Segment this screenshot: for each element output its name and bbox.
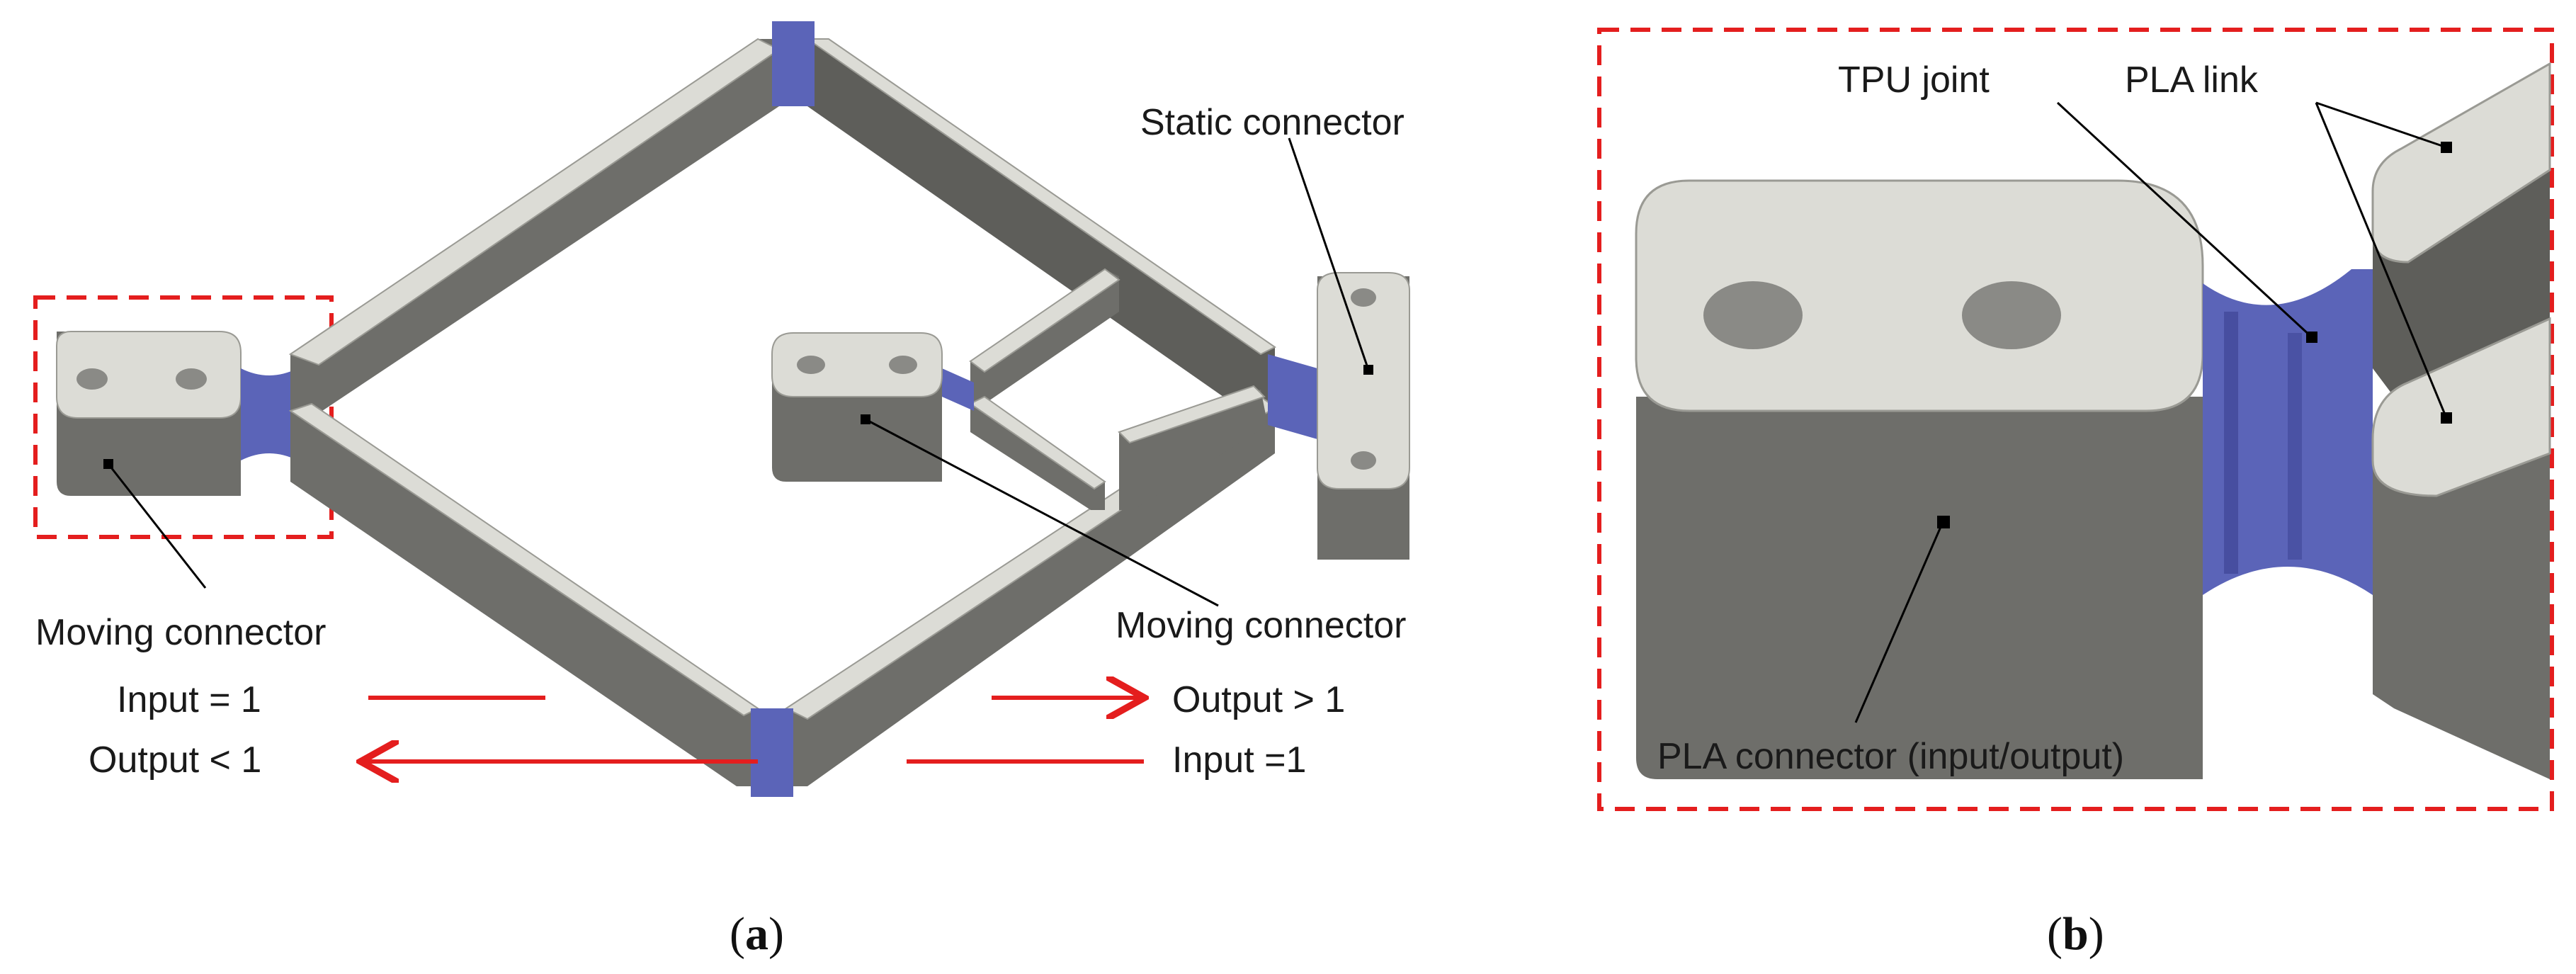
pla-links-zoom (2371, 62, 2551, 779)
leader-pla-link-1 (2315, 101, 2447, 149)
label-input-right: Input =1 (1172, 740, 1306, 781)
label-tpu-joint: TPU joint (1838, 60, 1990, 101)
leader-pla-link-2 (2315, 102, 2448, 419)
tpu-joint-left (241, 368, 297, 460)
label-moving-connector-center: Moving connector (1116, 605, 1406, 646)
caption-a: (a) (730, 908, 784, 960)
panel-b: TPU joint PLA link PLA connector (input/… (1597, 28, 2554, 960)
label-output-left: Output < 1 (89, 740, 261, 781)
label-input-left: Input = 1 (117, 679, 261, 720)
panel-a: Static connector Moving connector Moving… (33, 21, 1410, 960)
static-connector (1317, 272, 1410, 560)
caption-b-letter: b (2062, 908, 2089, 960)
label-static-connector: Static connector (1140, 102, 1405, 143)
label-pla-connector: PLA connector (input/output) (1657, 736, 2124, 777)
leader-tpu-joint (2056, 101, 2313, 339)
leader-moving-left (107, 463, 207, 589)
label-pla-link: PLA link (2125, 60, 2259, 101)
caption-a-letter: a (745, 908, 768, 960)
panel-b-dashed-box (1597, 28, 2554, 811)
label-output-right: Output > 1 (1172, 679, 1345, 720)
inner-links (942, 268, 1268, 510)
leader-pla-connector (1854, 521, 1944, 723)
leader-static (1288, 137, 1370, 370)
caption-b: (b) (2047, 908, 2104, 960)
leader-moving-center (865, 418, 1219, 607)
pla-connector-zoom (1635, 179, 2204, 779)
tpu-joint-zoom (2203, 269, 2373, 595)
center-moving-connector (771, 332, 943, 482)
label-moving-connector-left: Moving connector (35, 612, 326, 653)
left-moving-connector (56, 331, 242, 496)
